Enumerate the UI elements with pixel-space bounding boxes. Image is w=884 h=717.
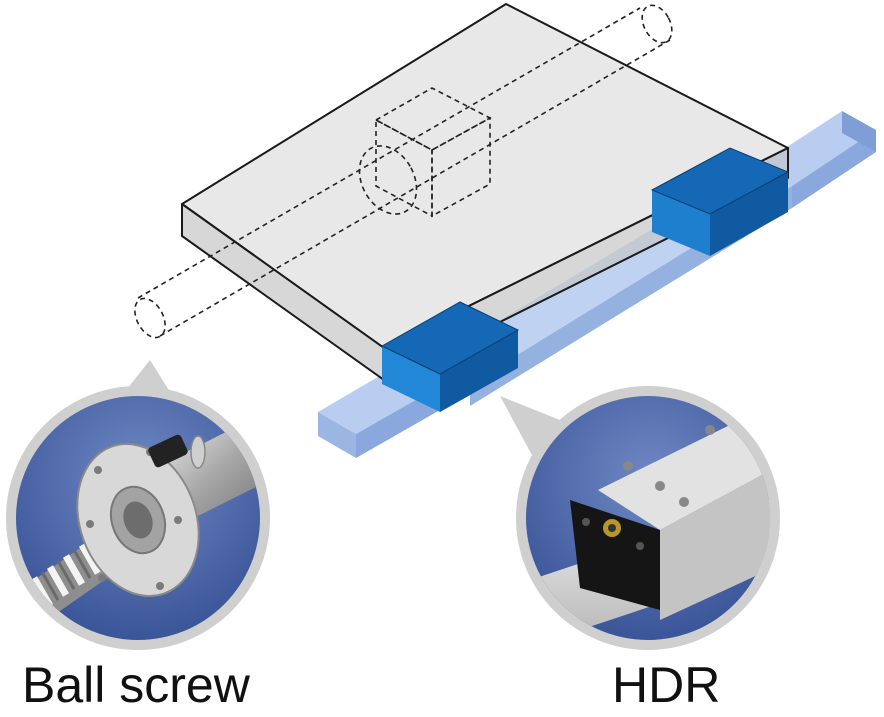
hdr-label: HDR [612, 657, 721, 713]
hdr-block-icon [570, 420, 770, 620]
carriage-block-front [380, 301, 520, 412]
ball-screw-flange-icon [76, 443, 200, 597]
callout-hdr [500, 386, 780, 650]
carriage-block-rear [650, 147, 790, 256]
callout-ball-screw [6, 360, 270, 650]
ball-screw-label: Ball screw [22, 657, 250, 713]
ball-screw-hidden-lines [134, 4, 673, 339]
